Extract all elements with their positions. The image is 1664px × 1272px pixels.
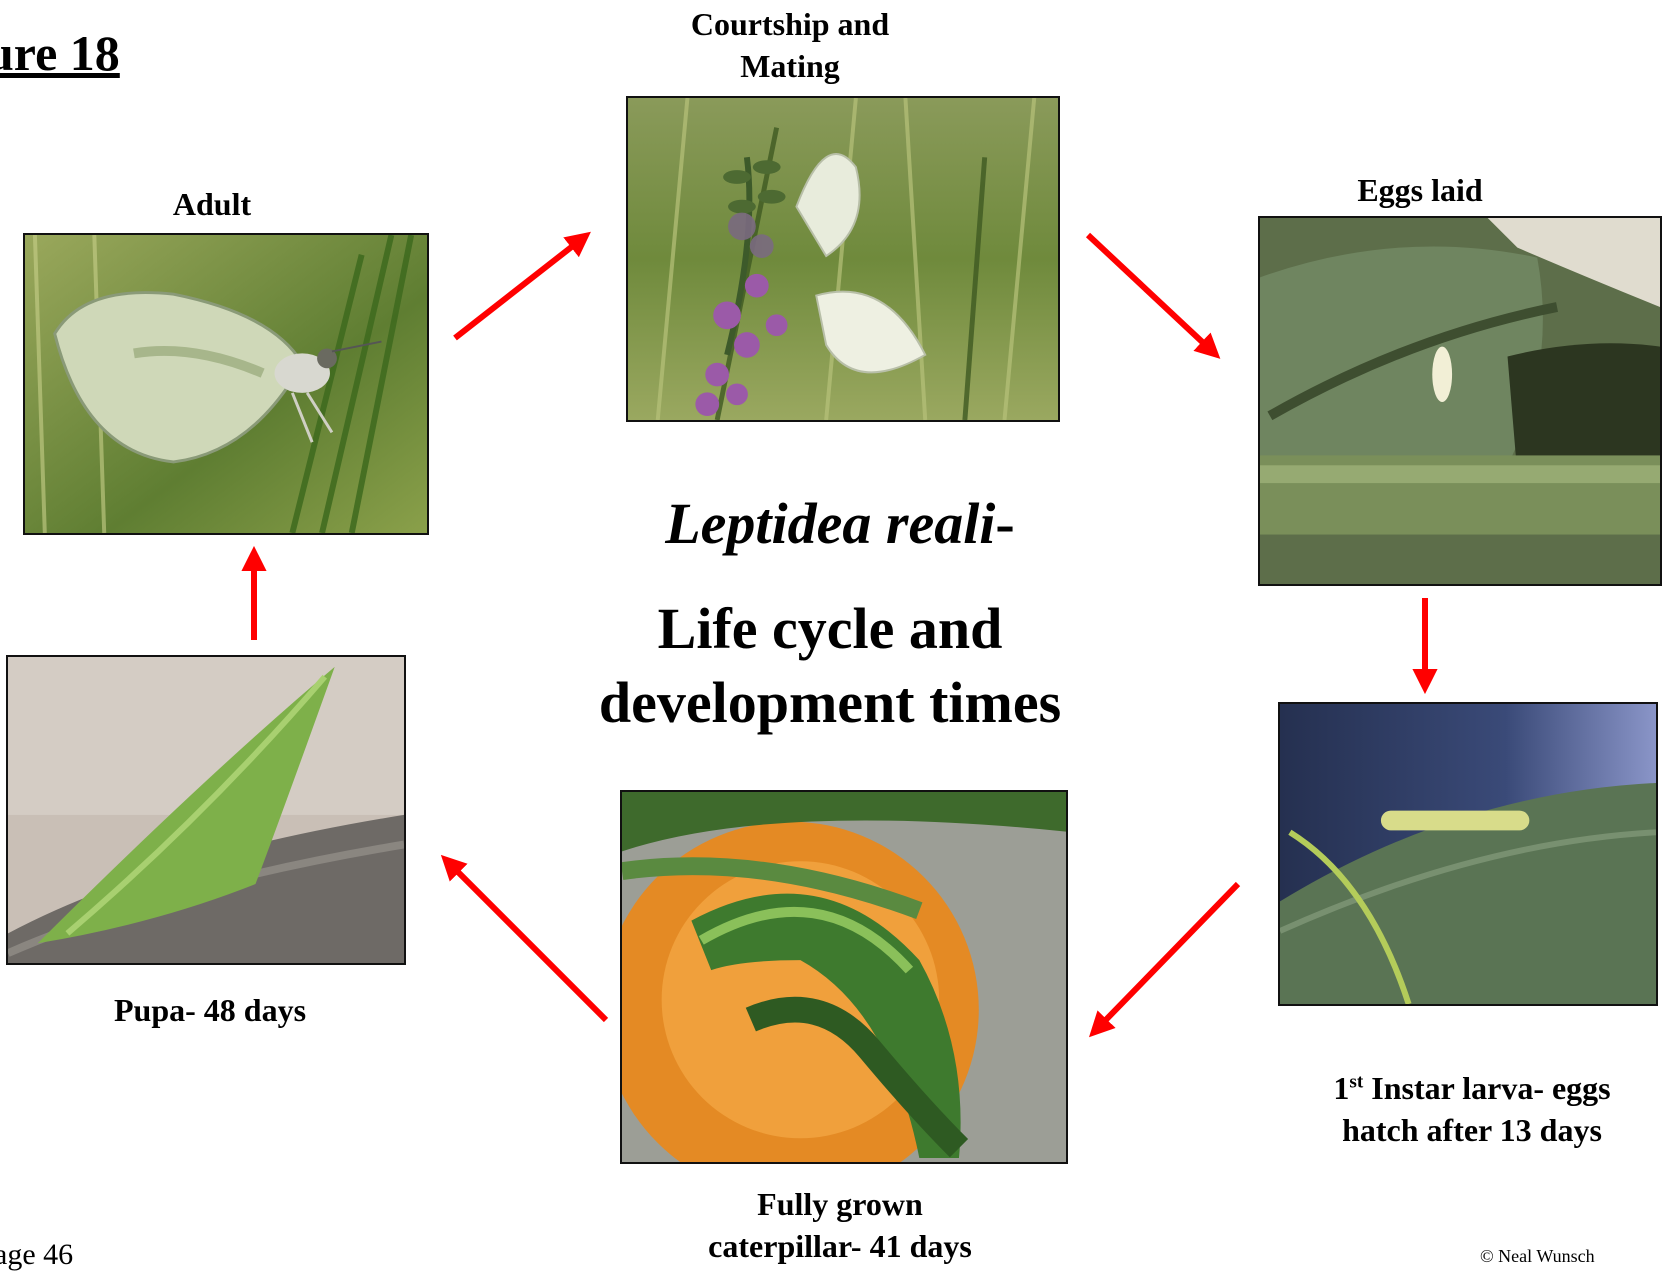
caterpillar-label: Fully grown caterpillar- 41 days [660, 1184, 1020, 1267]
adult-label: Adult [112, 184, 312, 226]
pupa-label: Pupa- 48 days [40, 990, 380, 1032]
subtitle-line2: development times [560, 666, 1100, 740]
larva-photo [1278, 702, 1658, 1006]
species-suffix: - [995, 491, 1014, 556]
caterpillar-label-line1: Fully grown [660, 1184, 1020, 1226]
courtship-label: Courtship and Mating [620, 4, 960, 87]
larva-label-line2: hatch after 13 days [1282, 1110, 1662, 1152]
copyright-notice: © Neal Wunsch [1480, 1246, 1595, 1267]
caterpillar-photo [620, 790, 1068, 1164]
arrow-caterpillar-to-pupa [448, 862, 606, 1020]
arrow-larva-to-caterpillar [1096, 884, 1238, 1030]
subtitle-line1: Life cycle and [560, 592, 1100, 666]
larva-ordinal: 1 [1333, 1070, 1349, 1106]
larva-label-line1-rest: Instar larva- eggs [1363, 1070, 1610, 1106]
caterpillar-label-line2: caterpillar- 41 days [660, 1226, 1020, 1268]
courtship-photo [626, 96, 1060, 422]
eggs-photo [1258, 216, 1662, 586]
eggs-label: Eggs laid [1300, 170, 1540, 212]
species-italic: Leptidea reali [665, 491, 995, 556]
arrow-courtship-to-eggs [1088, 235, 1213, 352]
pupa-photo [6, 655, 406, 965]
species-name: Leptidea reali- [600, 490, 1080, 557]
courtship-label-line1: Courtship and [620, 4, 960, 46]
figure-title: ure 18 [0, 24, 120, 82]
diagram-subtitle: Life cycle and development times [560, 592, 1100, 740]
arrow-adult-to-courtship [455, 238, 583, 338]
larva-label-line1: 1st Instar larva- eggs [1282, 1068, 1662, 1110]
courtship-label-line2: Mating [620, 46, 960, 88]
adult-photo [23, 233, 429, 535]
larva-ordinal-suffix: st [1349, 1071, 1363, 1092]
larva-label: 1st Instar larva- eggs hatch after 13 da… [1282, 1068, 1662, 1151]
page-number: age 46 [0, 1238, 73, 1272]
